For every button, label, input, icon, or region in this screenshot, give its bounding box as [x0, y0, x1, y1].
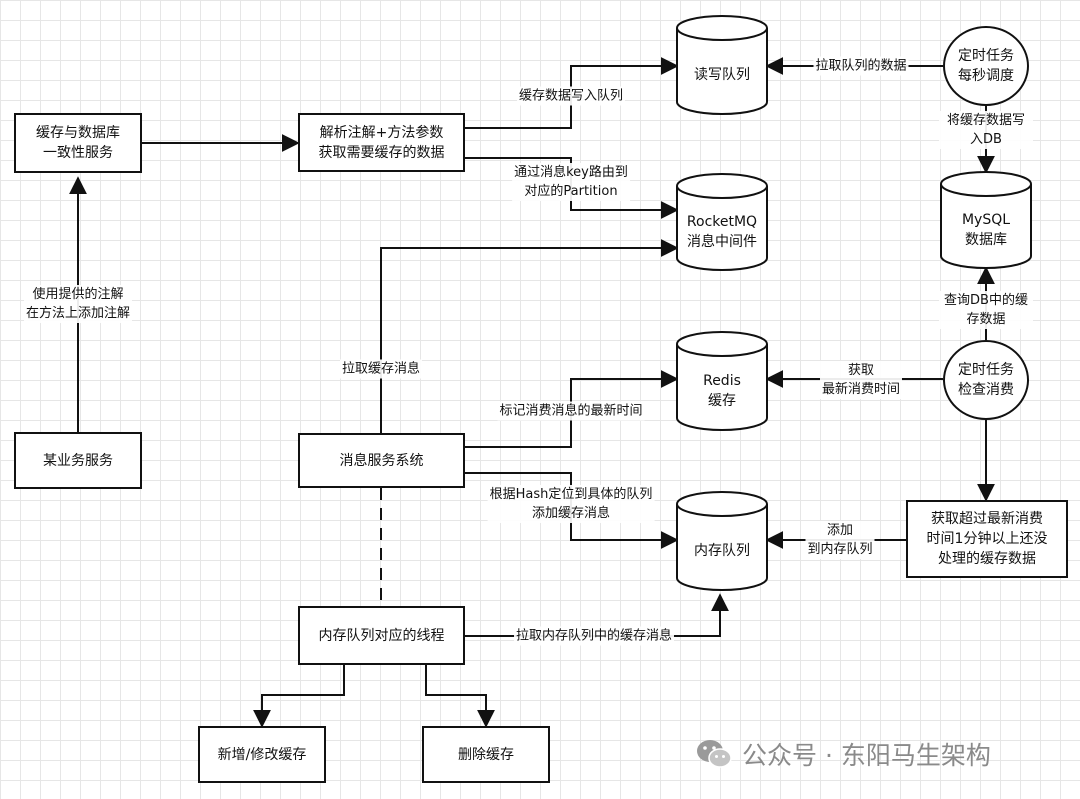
add-modify-cache-label: 新增/修改缓存	[217, 746, 307, 763]
message-service-label: 消息服务系统	[339, 452, 424, 469]
rw-queue-label: 读写队列	[694, 67, 750, 83]
redis-label: Redis 缓存	[703, 373, 741, 409]
fetch-unprocessed-node: 获取超过最新消费 时间1分钟以上还没 处理的缓存数据	[906, 500, 1068, 578]
watermark-text: 公众号 · 东阳马生架构	[742, 741, 991, 770]
scheduled-task-check-node: 定时任务 检查消费	[943, 340, 1029, 420]
edge-label-get-latest: 获取 最新消费时间	[819, 361, 903, 399]
cylinder-shape-rwqueue	[676, 15, 768, 115]
edge-thread-to-addmod	[253, 665, 345, 728]
wechat-icon	[697, 740, 732, 768]
rocketmq-label: RocketMQ 消息中间件	[686, 214, 758, 250]
edge-label-pull-queue-data: 拉取队列的数据	[813, 56, 909, 76]
memory-queue-node: 内存队列	[677, 518, 767, 584]
memory-queue-thread-node: 内存队列对应的线程	[298, 606, 465, 665]
rw-queue-node: 读写队列	[677, 42, 767, 108]
edge-label-add-to-queue: 添加 到内存队列	[805, 521, 875, 559]
edge-thread-to-del	[425, 665, 495, 728]
scheduled-task-per-second-label: 定时任务 每秒调度	[958, 48, 1014, 84]
business-service-label: 某业务服务	[43, 452, 113, 469]
memory-queue-label: 内存队列	[694, 543, 750, 559]
edge-label-pull-cache-msg: 拉取缓存消息	[339, 359, 423, 379]
edge-label-write-queue: 缓存数据写入队列	[516, 86, 626, 106]
cylinder-shape-memqueue	[676, 491, 768, 591]
message-service-node: 消息服务系统	[298, 433, 465, 488]
cylinder-shape-rocketmq	[676, 173, 768, 271]
edge-label-pull-mem-queue: 拉取内存队列中的缓存消息	[513, 626, 675, 646]
add-modify-cache-node: 新增/修改缓存	[198, 726, 326, 783]
cylinder-shape-mysql	[940, 171, 1032, 269]
edge-label-hash-locate: 根据Hash定位到具体的队列 添加缓存消息	[487, 485, 655, 523]
watermark: 公众号 · 东阳马生架构	[696, 736, 991, 772]
business-service-node: 某业务服务	[14, 432, 142, 489]
delete-cache-node: 删除缓存	[422, 726, 550, 783]
fetch-unprocessed-label: 获取超过最新消费 时间1分钟以上还没 处理的缓存数据	[926, 511, 1048, 567]
parse-annotation-label: 解析注解+方法参数 获取需要缓存的数据	[318, 124, 445, 161]
redis-node: Redis 缓存	[677, 358, 767, 424]
edge-label-write-db: 将缓存数据写入DB	[939, 111, 1033, 149]
mysql-label: MySQL 数据库	[961, 212, 1011, 248]
consistency-service-node: 缓存与数据库 一致性服务	[14, 113, 142, 173]
edge-label-query-db: 查询DB中的缓存数据	[939, 291, 1033, 329]
memory-queue-thread-label: 内存队列对应的线程	[318, 627, 445, 644]
mysql-node: MySQL 数据库	[941, 198, 1031, 262]
parse-annotation-node: 解析注解+方法参数 获取需要缓存的数据	[298, 113, 465, 172]
edge-label-use-annotation: 使用提供的注解 在方法上添加注解	[23, 285, 133, 323]
delete-cache-label: 删除缓存	[458, 746, 514, 763]
scheduled-task-check-label: 定时任务 检查消费	[958, 362, 1014, 398]
edge-label-route-partition: 通过消息key路由到 对应的Partition	[512, 163, 630, 201]
cylinder-shape-redis	[676, 331, 768, 431]
rocketmq-node: RocketMQ 消息中间件	[677, 200, 767, 264]
edge-label-mark-time: 标记消费消息的最新时间	[497, 401, 645, 421]
consistency-service-label: 缓存与数据库 一致性服务	[36, 125, 120, 161]
scheduled-task-per-second-node: 定时任务 每秒调度	[943, 26, 1029, 106]
